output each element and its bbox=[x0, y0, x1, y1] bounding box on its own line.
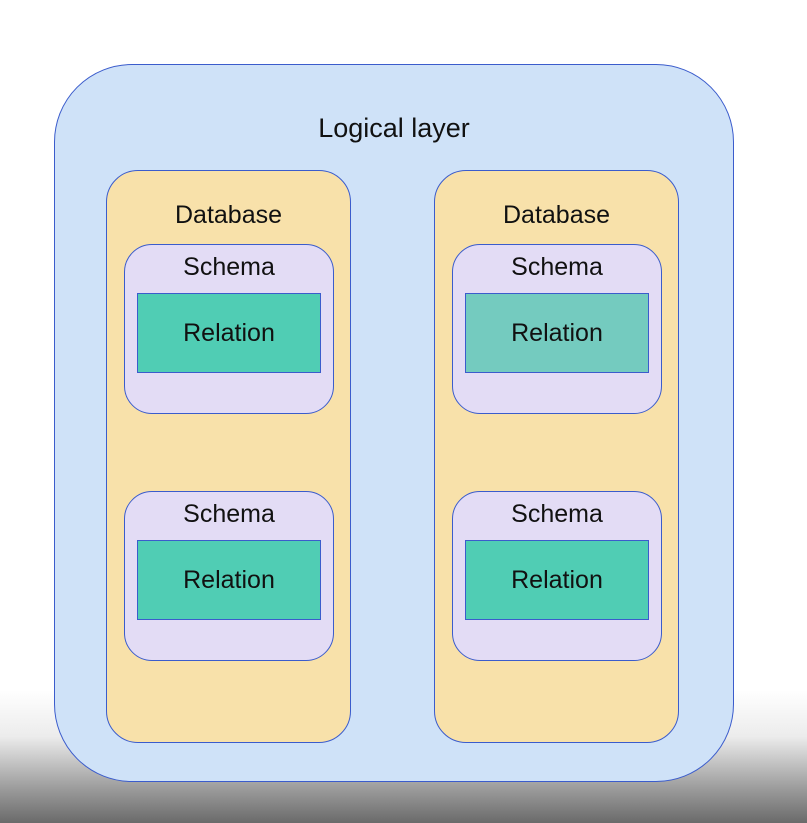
relation-box: Relation bbox=[137, 540, 321, 620]
schema-title: Schema bbox=[183, 500, 275, 528]
schema-box: Schema Relation bbox=[452, 244, 662, 414]
database-box-left: Database Schema Relation Schema Relation bbox=[106, 170, 351, 743]
database-box-right: Database Schema Relation Schema Relation bbox=[434, 170, 679, 743]
database-title: Database bbox=[502, 201, 611, 229]
logical-layer-box: Logical layer Database Schema Relation S… bbox=[54, 64, 734, 782]
relation-box: Relation bbox=[137, 293, 321, 373]
database-title: Database bbox=[174, 201, 283, 229]
schema-box: Schema Relation bbox=[124, 244, 334, 414]
logical-layer-title: Logical layer bbox=[318, 113, 470, 143]
schema-box: Schema Relation bbox=[452, 491, 662, 661]
relation-box: Relation bbox=[465, 540, 649, 620]
schema-title: Schema bbox=[511, 500, 603, 528]
relation-box: Relation bbox=[465, 293, 649, 373]
schema-box: Schema Relation bbox=[124, 491, 334, 661]
schema-title: Schema bbox=[511, 253, 603, 281]
schema-title: Schema bbox=[183, 253, 275, 281]
